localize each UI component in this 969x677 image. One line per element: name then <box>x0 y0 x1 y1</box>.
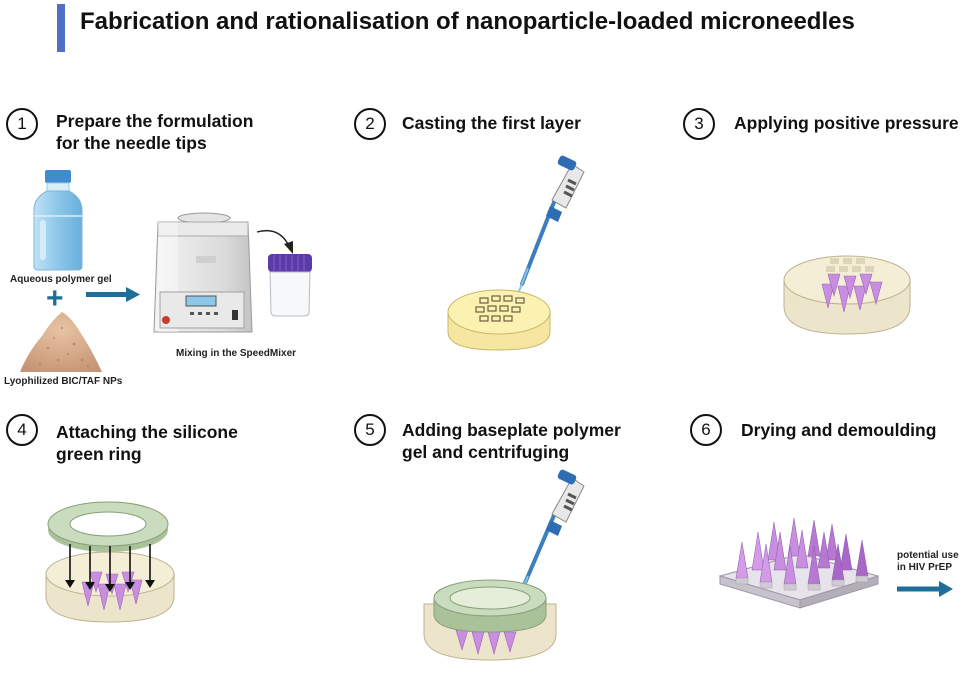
step-5-title-line1: Adding baseplate polymer <box>402 420 621 440</box>
step-5-number: 5 <box>354 414 386 446</box>
speedmixer-icon <box>153 212 253 333</box>
pipette-icon <box>517 155 585 295</box>
gel-bottle-icon <box>33 170 83 271</box>
step-3-number: 3 <box>683 108 715 140</box>
powder-pile-icon <box>20 312 102 372</box>
mould-pressure-icon <box>783 255 911 335</box>
step-4-number: 4 <box>6 414 38 446</box>
step-6-title: Drying and demoulding <box>741 419 936 441</box>
curved-arrow-icon <box>256 229 293 254</box>
microneedle-array-icon <box>718 517 880 609</box>
plus-sign: + <box>46 282 64 315</box>
step-5-title: Adding baseplate polymer gel and centrif… <box>402 419 621 463</box>
page-title: Fabrication and rationalisation of nanop… <box>80 8 855 35</box>
step-2-title: Casting the first layer <box>402 112 581 134</box>
title-accent-bar <box>57 4 65 52</box>
step-1-title: Prepare the formulation for the needle t… <box>56 110 253 154</box>
lyophilized-label: Lyophilized BIC/TAF NPs <box>4 376 123 387</box>
mixing-label: Mixing in the SpeedMixer <box>176 348 297 359</box>
step-5-title-line2: gel and centrifuging <box>402 442 570 462</box>
step-4-title: Attaching the silicone green ring <box>56 421 238 465</box>
step-4-title-line2: green ring <box>56 444 142 464</box>
step-2-number: 2 <box>354 108 386 140</box>
aqueous-gel-label: Aqueous polymer gel <box>10 274 112 285</box>
step-1-number: 1 <box>6 108 38 140</box>
step-6-number: 6 <box>690 414 722 446</box>
step-4-title-line1: Attaching the silicone <box>56 422 238 442</box>
step-3-title-line1: Applying positive pressure <box>734 113 959 133</box>
potential-use-label: potential use in HIV PrEP <box>897 550 959 574</box>
potential-use-line2: in HIV PrEP <box>897 562 953 573</box>
step-3-title: Applying positive pressure <box>734 112 959 134</box>
jar-icon <box>268 254 312 317</box>
mould-disc-yellow-icon <box>447 289 551 351</box>
step-6-title-line1: Drying and demoulding <box>741 420 937 440</box>
potential-use-line1: potential use <box>897 550 959 561</box>
arrow-right-icon-2 <box>897 581 953 597</box>
green-ring-attach-icon <box>45 501 175 623</box>
arrow-right-icon <box>86 287 140 302</box>
mould-baseplate-icon <box>423 579 557 661</box>
step-1-title-line2: for the needle tips <box>56 133 207 153</box>
step-1-title-line1: Prepare the formulation <box>56 111 254 131</box>
step-2-title-line1: Casting the first layer <box>402 113 581 133</box>
